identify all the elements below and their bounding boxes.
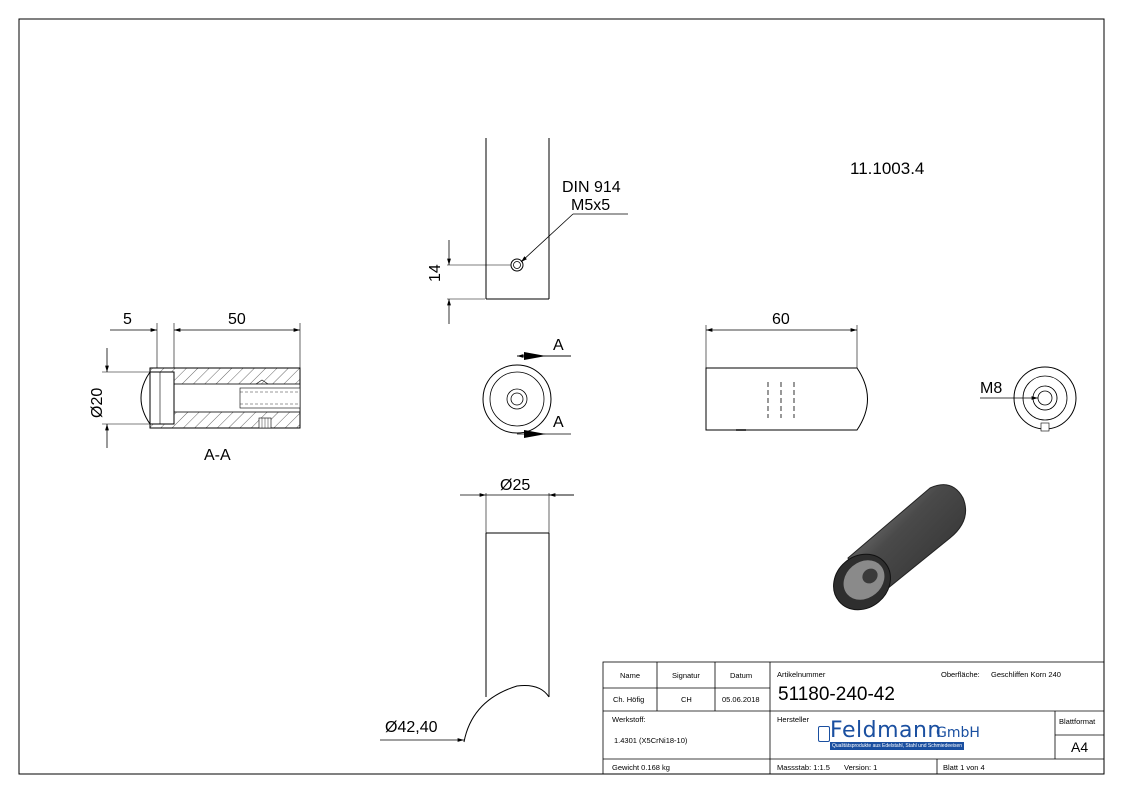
tb-blattformat: A4 — [1071, 739, 1089, 755]
dim-5: 5 — [123, 311, 132, 328]
tb-signatur: CH — [681, 695, 692, 704]
diameter-symbol: Ø — [500, 477, 513, 494]
sheet-border — [18, 18, 1105, 775]
dim-25-value: 25 — [512, 477, 531, 494]
reference-number: 11.1003.4 — [850, 159, 925, 178]
dim-m8: M8 — [980, 380, 1003, 397]
tb-datum: 05.06.2018 — [722, 695, 760, 704]
tb-blatt: Blatt 1 von 4 — [943, 763, 985, 772]
side-view — [705, 325, 868, 431]
dim-diameter-25: Ø25 — [500, 478, 530, 494]
tube-bottom-view — [380, 493, 574, 743]
tb-header-name: Name — [620, 671, 641, 680]
logo-icon — [818, 726, 830, 742]
tb-hersteller-label: Hersteller — [777, 715, 810, 724]
dim-20-value: 20 — [89, 387, 106, 406]
end-view-m8 — [980, 366, 1077, 432]
tb-oberflaeche: Geschliffen Korn 240 — [991, 670, 1061, 679]
section-marker-top: A — [553, 337, 564, 354]
tb-artikelnummer-label: Artikelnummer — [777, 670, 826, 679]
dim-14: 14 — [427, 264, 444, 282]
tb-blattformat-label: Blattformat — [1059, 717, 1096, 726]
logo-suffix: GmbH — [936, 725, 980, 741]
section-label: A-A — [204, 447, 231, 464]
iso-render — [833, 484, 967, 611]
screw-spec-line1: DIN 914 — [562, 179, 621, 196]
dim-50: 50 — [228, 311, 246, 328]
dim-60: 60 — [772, 311, 790, 328]
front-view-circle — [482, 352, 571, 438]
tb-werkstoff: 1.4301 (X5CrNi18-10) — [614, 736, 688, 745]
tb-header-datum: Datum — [730, 671, 753, 680]
diameter-symbol: Ø — [385, 719, 398, 736]
screw-spec-line2: M5x5 — [571, 197, 611, 214]
title-block-grid — [602, 661, 1105, 775]
diameter-symbol: Ø — [89, 405, 106, 418]
tb-gewicht: Gewicht 0.168 kg — [612, 763, 670, 772]
tb-oberflaeche-label: Oberfläche: — [941, 670, 980, 679]
section-a-a — [102, 323, 301, 448]
dim-diameter-42: Ø42,40 — [385, 720, 438, 736]
logo-tagline: Qualitätsprodukte aus Edelstahl, Stahl u… — [830, 742, 965, 750]
dim-42-value: 42,40 — [397, 719, 438, 736]
logo-name: Feldmann — [830, 718, 942, 743]
tb-header-signatur: Signatur — [672, 671, 700, 680]
dim-diameter-20: Ø20 — [89, 387, 106, 418]
top-view-tube — [447, 138, 628, 324]
feldmann-logo: Feldmann GmbH Qualitätsprodukte aus Edel… — [818, 720, 1008, 754]
tb-werkstoff-label: Werkstoff: — [612, 715, 646, 724]
tb-artikelnummer: 51180-240-42 — [778, 684, 895, 705]
tb-version: Version: 1 — [844, 763, 878, 772]
section-marker-bottom: A — [553, 414, 564, 431]
tb-massstab: Massstab: 1:1.5 — [777, 763, 830, 772]
tb-name: Ch. Höfig — [613, 695, 645, 704]
